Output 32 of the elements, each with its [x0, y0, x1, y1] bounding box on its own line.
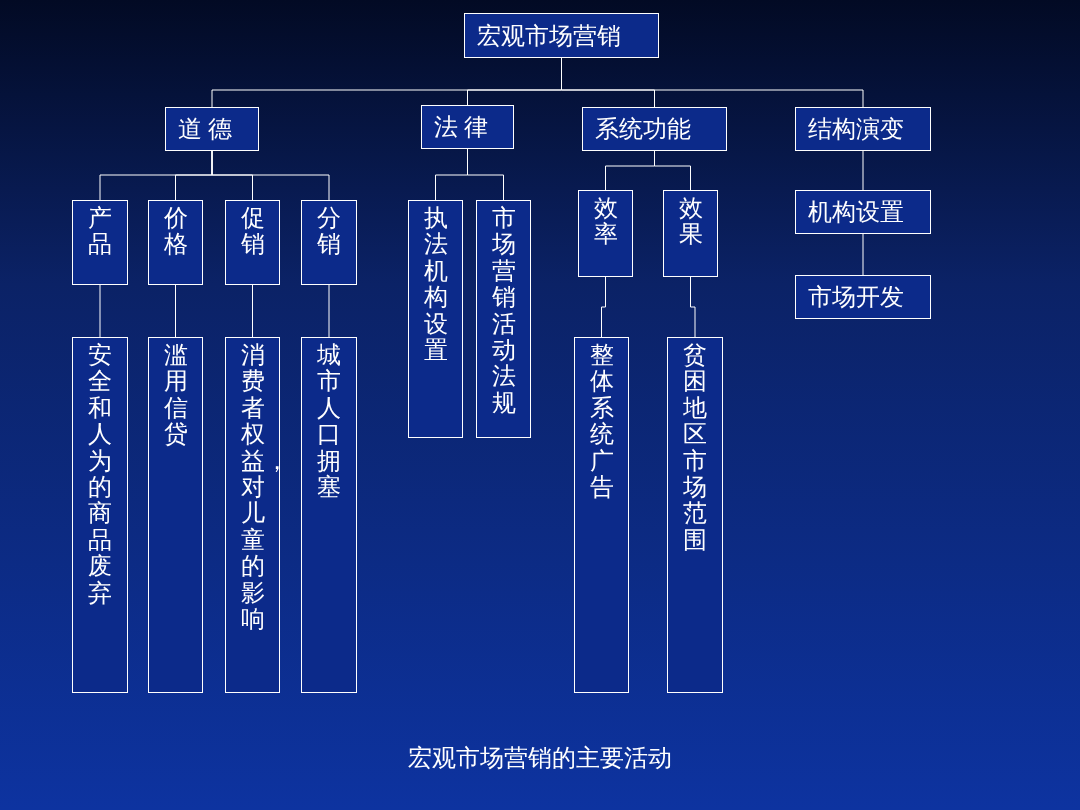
caption: 宏观市场营销的主要活动 — [407, 744, 673, 773]
text-box: 执法机构设置 — [408, 200, 463, 438]
text-box: 消费者权益，对儿童的影响 — [225, 337, 280, 693]
connector-line — [211, 150, 330, 201]
text-box: 宏观市场营销 — [464, 13, 659, 58]
text-box: 产品 — [72, 200, 128, 285]
text-box: 滥用信贷 — [148, 337, 203, 693]
connector-line — [862, 233, 864, 276]
connector-line — [99, 284, 101, 338]
connector-line — [175, 284, 176, 338]
text-box: 城市人口拥塞 — [301, 337, 357, 693]
connector-line — [467, 148, 504, 201]
text-box: 结构演变 — [795, 107, 931, 151]
text-box: 机构设置 — [795, 190, 931, 234]
text-box: 道 德 — [165, 107, 259, 151]
text-box: 安全和人为的商品废弃 — [72, 337, 128, 693]
text-box: 贫困地区市场范围 — [667, 337, 723, 693]
text-box: 法 律 — [421, 105, 514, 149]
text-box: 价格 — [148, 200, 203, 285]
text-box: 效率 — [578, 190, 633, 277]
connector-line — [601, 276, 606, 338]
connector-line — [328, 284, 330, 338]
connector-line — [690, 276, 696, 338]
connector-line — [862, 150, 864, 191]
text-box: 效果 — [663, 190, 718, 277]
text-box: 促销 — [225, 200, 280, 285]
connector-line — [252, 284, 253, 338]
text-box: 市场开发 — [795, 275, 931, 319]
text-box: 整体系统广告 — [574, 337, 629, 693]
text-box: 系统功能 — [582, 107, 727, 151]
text-box: 分销 — [301, 200, 357, 285]
text-box: 市场营销活动法规 — [476, 200, 531, 438]
